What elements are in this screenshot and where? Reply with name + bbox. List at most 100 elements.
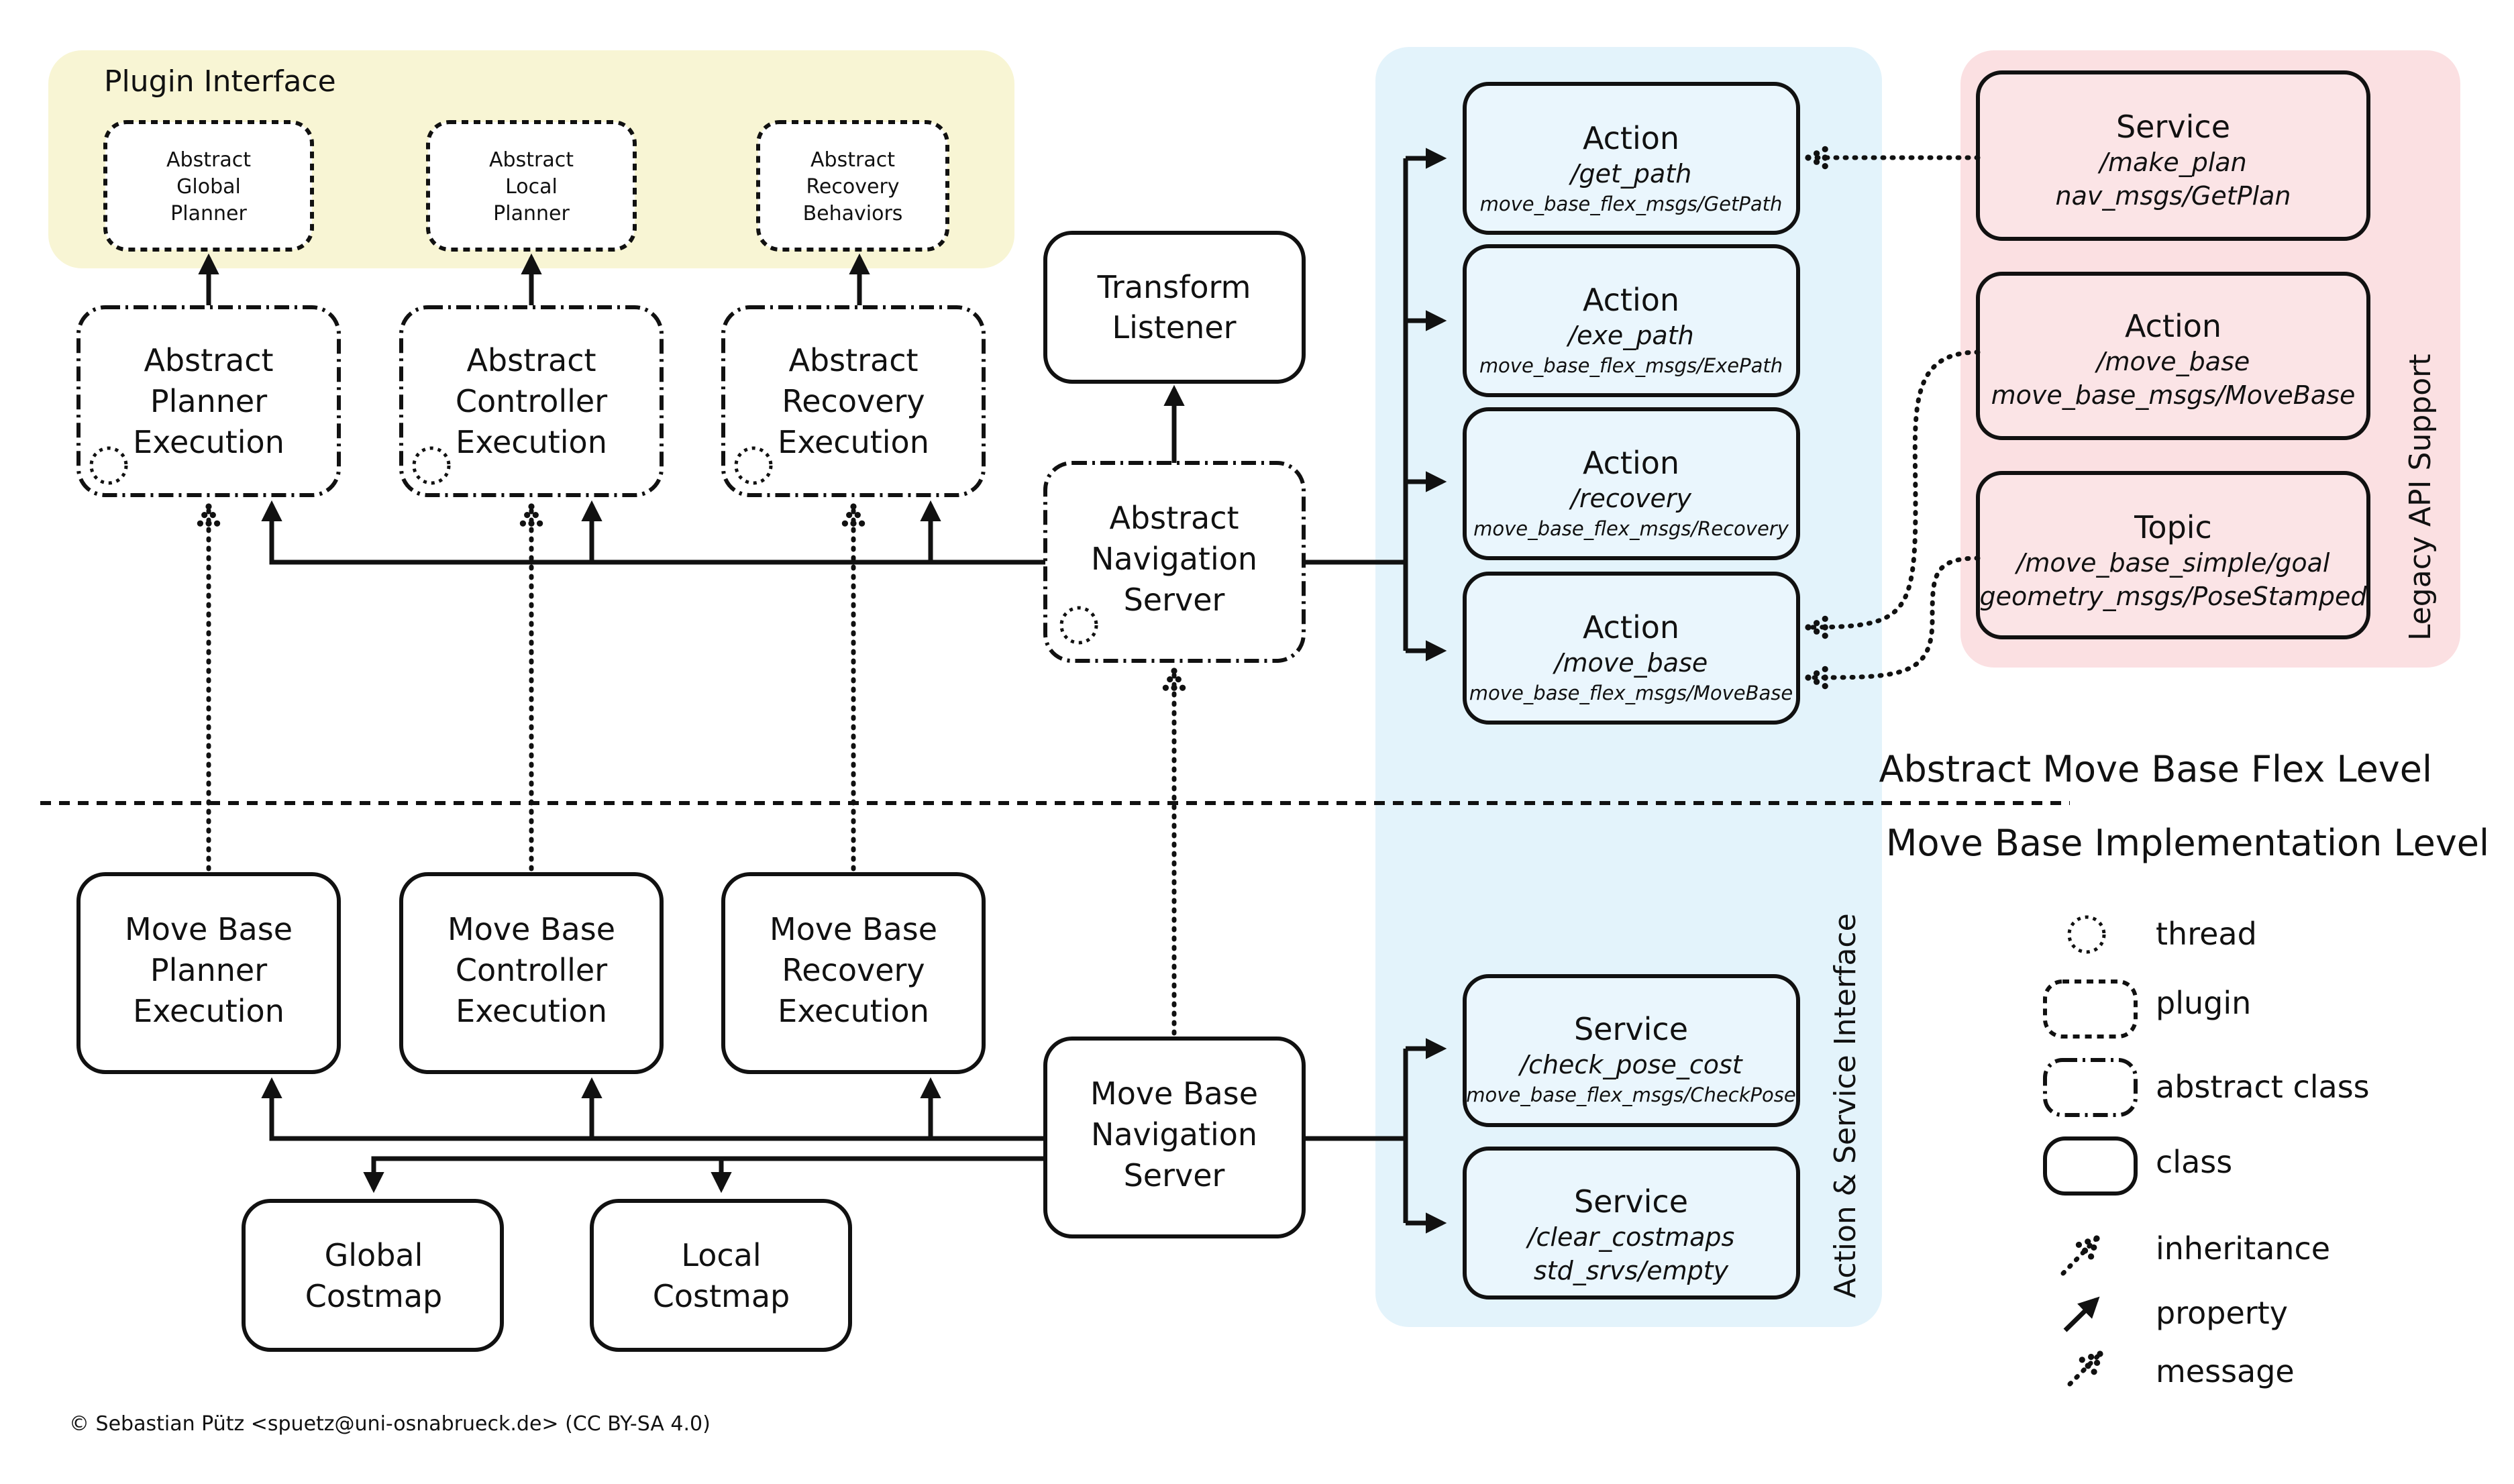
svg-text:move_base_flex_msgs/ExePath: move_base_flex_msgs/ExePath bbox=[1479, 354, 1783, 377]
svg-text:Abstract: Abstract bbox=[1109, 500, 1239, 536]
thread-icon bbox=[1059, 606, 1098, 645]
svg-text:/check_pose_cost: /check_pose_cost bbox=[1518, 1050, 1744, 1079]
legacy-action-move-base: Action /move_base move_base_msgs/MoveBas… bbox=[1976, 272, 2370, 440]
abstract-recovery-execution: Abstract Recovery Execution bbox=[721, 305, 986, 497]
svg-text:/exe_path: /exe_path bbox=[1566, 321, 1693, 350]
legend-property-label: property bbox=[2156, 1295, 2288, 1331]
svg-text:Planner: Planner bbox=[493, 202, 570, 225]
thread-icon bbox=[734, 446, 773, 485]
svg-text:move_base_flex_msgs/GetPath: move_base_flex_msgs/GetPath bbox=[1480, 193, 1783, 215]
action-exe-path: Action /exe_path move_base_flex_msgs/Exe… bbox=[1463, 244, 1800, 397]
legend-abstract-label: abstract class bbox=[2156, 1069, 2370, 1105]
legend-message-label: message bbox=[2156, 1353, 2295, 1389]
svg-text:/clear_costmaps: /clear_costmaps bbox=[1526, 1222, 1735, 1252]
svg-text:Abstract: Abstract bbox=[489, 148, 574, 172]
thread-icon bbox=[89, 446, 128, 485]
abstract-navigation-server: Abstract Navigation Server bbox=[1043, 461, 1306, 663]
svg-text:Service: Service bbox=[1574, 1183, 1688, 1220]
abstract-local-planner-plugin: Abstract Local Planner bbox=[426, 120, 637, 252]
plugin-interface-title: Plugin Interface bbox=[104, 64, 336, 99]
svg-text:Action: Action bbox=[1583, 609, 1679, 645]
svg-text:move_base_flex_msgs/MoveBase: move_base_flex_msgs/MoveBase bbox=[1469, 682, 1793, 704]
move-base-navigation-server: Move Base Navigation Server bbox=[1043, 1037, 1306, 1238]
svg-text:nav_msgs/GetPlan: nav_msgs/GetPlan bbox=[2056, 181, 2291, 211]
legend-thread-icon bbox=[2067, 915, 2106, 954]
move-base-planner-execution: Move Base Planner Execution bbox=[76, 872, 341, 1074]
svg-text:Service: Service bbox=[2116, 109, 2230, 145]
svg-text:Controller: Controller bbox=[456, 952, 607, 988]
legacy-api-title: Legacy API Support bbox=[2403, 354, 2438, 641]
action-service-interface-title: Action & Service Interface bbox=[1828, 913, 1863, 1298]
svg-text:Execution: Execution bbox=[456, 993, 607, 1029]
svg-text:Transform: Transform bbox=[1097, 269, 1251, 305]
svg-text:Execution: Execution bbox=[778, 993, 929, 1029]
svg-text:Action: Action bbox=[1583, 120, 1679, 156]
legend-inheritance-label: inheritance bbox=[2156, 1230, 2330, 1267]
legend-inheritance-icon bbox=[2060, 1235, 2100, 1276]
svg-text:Recovery: Recovery bbox=[782, 952, 925, 988]
message-legacy-move-base bbox=[1805, 350, 1981, 639]
property-line-costmap bbox=[363, 1156, 1045, 1194]
svg-text:Server: Server bbox=[1124, 582, 1225, 618]
svg-text:/move_base: /move_base bbox=[2095, 347, 2250, 376]
local-costmap: Local Costmap bbox=[590, 1199, 852, 1352]
svg-text:Action: Action bbox=[2125, 308, 2221, 344]
message-simple-goal bbox=[1805, 555, 1981, 690]
svg-text:Abstract: Abstract bbox=[788, 342, 918, 378]
legend-class-label: class bbox=[2156, 1144, 2232, 1180]
svg-text:Server: Server bbox=[1124, 1157, 1225, 1194]
svg-text:Abstract: Abstract bbox=[144, 342, 273, 378]
svg-text:Topic: Topic bbox=[2134, 509, 2212, 545]
svg-text:geometry_msgs/PoseStamped: geometry_msgs/PoseStamped bbox=[1980, 582, 2368, 611]
action-recovery: Action /recovery move_base_flex_msgs/Rec… bbox=[1463, 407, 1800, 560]
svg-text:Behaviors: Behaviors bbox=[803, 202, 903, 225]
abstract-recovery-behaviors-plugin: Abstract Recovery Behaviors bbox=[756, 120, 949, 252]
svg-text:Execution: Execution bbox=[133, 993, 284, 1029]
svg-text:Listener: Listener bbox=[1112, 309, 1236, 346]
svg-text:Execution: Execution bbox=[778, 424, 929, 460]
svg-text:Move Base: Move Base bbox=[125, 911, 293, 947]
svg-text:Local: Local bbox=[681, 1237, 761, 1273]
abstract-level-label: Abstract Move Base Flex Level bbox=[1879, 748, 2432, 790]
abstract-controller-execution: Abstract Controller Execution bbox=[399, 305, 664, 497]
svg-text:move_base_flex_msgs/CheckPose: move_base_flex_msgs/CheckPose bbox=[1466, 1083, 1795, 1106]
implementation-level-label: Move Base Implementation Level bbox=[1886, 822, 2489, 864]
legend-class-icon bbox=[2043, 1136, 2138, 1196]
svg-text:std_srvs/empty: std_srvs/empty bbox=[1534, 1256, 1729, 1285]
svg-text:Global: Global bbox=[176, 175, 241, 199]
service-check-pose-cost: Service /check_pose_cost move_base_flex_… bbox=[1463, 974, 1800, 1127]
svg-text:/move_base_simple/goal: /move_base_simple/goal bbox=[2015, 548, 2330, 578]
svg-text:Action: Action bbox=[1583, 445, 1679, 481]
svg-text:Move Base: Move Base bbox=[448, 911, 615, 947]
svg-text:Execution: Execution bbox=[456, 424, 607, 460]
property-line-impl bbox=[261, 1077, 1045, 1141]
svg-text:/recovery: /recovery bbox=[1569, 484, 1691, 513]
svg-text:Abstract: Abstract bbox=[166, 148, 251, 172]
svg-text:Global: Global bbox=[325, 1237, 423, 1273]
svg-text:move_base_msgs/MoveBase: move_base_msgs/MoveBase bbox=[1991, 380, 2356, 410]
svg-text:Planner: Planner bbox=[170, 202, 247, 225]
svg-text:Service: Service bbox=[1574, 1011, 1688, 1047]
svg-text:Abstract: Abstract bbox=[810, 148, 895, 172]
move-base-recovery-execution: Move Base Recovery Execution bbox=[721, 872, 986, 1074]
abstract-global-planner-plugin: Abstract Global Planner bbox=[103, 120, 314, 252]
svg-text:Abstract: Abstract bbox=[466, 342, 596, 378]
action-move-base: Action /move_base move_base_flex_msgs/Mo… bbox=[1463, 572, 1800, 725]
svg-text:Navigation: Navigation bbox=[1091, 1116, 1257, 1153]
svg-text:Costmap: Costmap bbox=[305, 1278, 442, 1314]
abstract-planner-execution: Abstract Planner Execution bbox=[76, 305, 341, 497]
service-clear-costmaps: Service /clear_costmaps std_srvs/empty bbox=[1463, 1147, 1800, 1300]
legend-message-icon bbox=[2067, 1350, 2103, 1387]
svg-text:move_base_flex_msgs/Recovery: move_base_flex_msgs/Recovery bbox=[1473, 517, 1789, 540]
svg-text:Local: Local bbox=[505, 175, 558, 199]
svg-text:/make_plan: /make_plan bbox=[2097, 148, 2247, 177]
svg-text:Navigation: Navigation bbox=[1091, 541, 1257, 577]
action-get-path: Action /get_path move_base_flex_msgs/Get… bbox=[1463, 82, 1800, 235]
legacy-service-make-plan: Service /make_plan nav_msgs/GetPlan bbox=[1976, 70, 2370, 241]
svg-text:Planner: Planner bbox=[150, 383, 267, 419]
svg-text:Action: Action bbox=[1583, 282, 1679, 318]
svg-text:Execution: Execution bbox=[133, 424, 284, 460]
svg-text:Recovery: Recovery bbox=[806, 175, 899, 199]
global-costmap: Global Costmap bbox=[242, 1199, 504, 1352]
